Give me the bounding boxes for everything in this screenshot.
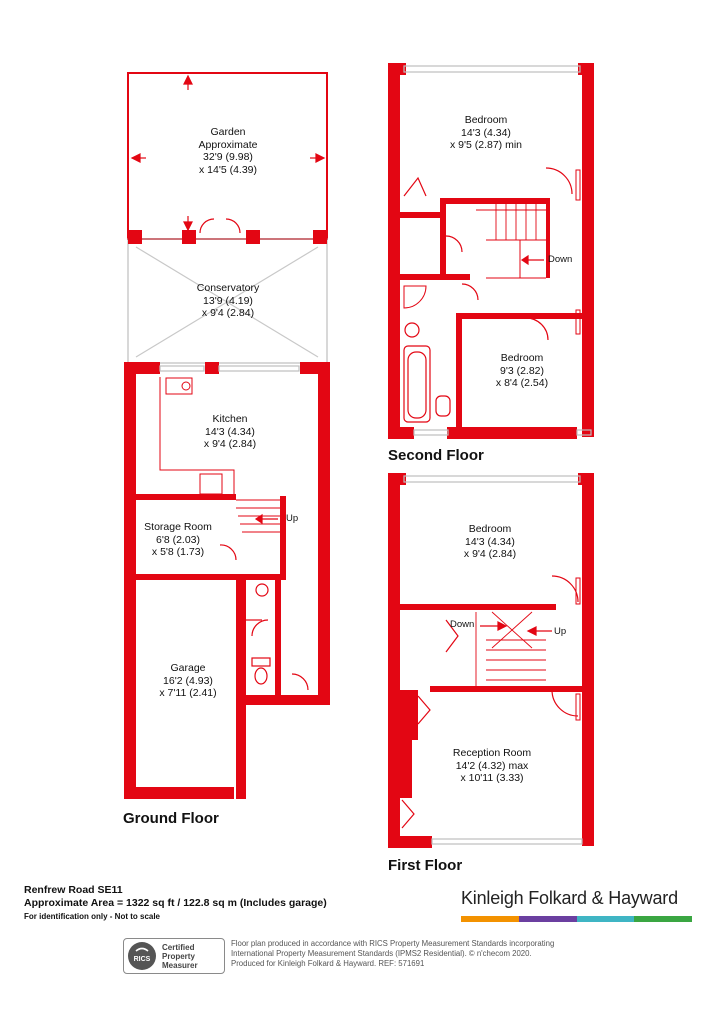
kitchen-label: Kitchen 14'3 (4.34) x 9'4 (2.84) bbox=[203, 413, 257, 450]
identification-note: For identification only - Not to scale bbox=[24, 912, 161, 921]
brand-bar-segment bbox=[576, 916, 635, 922]
agency-brand-name: Kinleigh Folkard & Hayward bbox=[461, 888, 678, 908]
storage-room-label: Storage Room 6'8 (2.03) x 5'8 (1.73) bbox=[144, 521, 212, 558]
reception-room-label: Reception Room 14'2 (4.32) max x 10'11 (… bbox=[452, 747, 532, 784]
first-floor-bedroom-label: Bedroom 14'3 (4.34) x 9'4 (2.84) bbox=[463, 523, 517, 560]
garden-label: Garden Approximate 32'9 (9.98) x 14'5 (4… bbox=[198, 126, 258, 176]
brand-bar-segment bbox=[461, 916, 519, 922]
rics-logo-icon: RICS bbox=[128, 942, 156, 970]
first-floor-title: First Floor bbox=[388, 857, 463, 874]
first-floor-plan bbox=[388, 473, 594, 848]
property-summary: Renfrew Road SE11 Approximate Area = 132… bbox=[24, 884, 327, 910]
brand-bar-segment bbox=[518, 916, 577, 922]
second-floor-bedroom-1-label: Bedroom 14'3 (4.34) x 9'5 (2.87) min bbox=[449, 114, 523, 151]
measurement-disclaimer: Floor plan produced in accordance with R… bbox=[231, 939, 555, 968]
rics-certified-badge: RICS Certified Property Measurer bbox=[123, 938, 225, 974]
first-stairs-up-label: Up bbox=[554, 626, 567, 637]
second-floor-title: Second Floor bbox=[388, 447, 484, 464]
agency-brand-color-bar bbox=[461, 916, 692, 922]
svg-text:RICS: RICS bbox=[134, 956, 151, 963]
garage-label: Garage 16'2 (4.93) x 7'11 (2.41) bbox=[159, 662, 217, 699]
first-stairs-down-label: Down bbox=[450, 619, 475, 630]
ground-floor-title: Ground Floor bbox=[123, 810, 219, 827]
second-stairs-down-label: Down bbox=[548, 254, 573, 265]
property-area: Approximate Area = 1322 sq ft / 122.8 sq… bbox=[24, 897, 327, 909]
second-floor-bedroom-2-label: Bedroom 9'3 (2.82) x 8'4 (2.54) bbox=[495, 352, 549, 389]
ground-floor-plan bbox=[124, 72, 330, 799]
second-floor-plan bbox=[388, 63, 594, 439]
ground-stairs-up-label: Up bbox=[286, 513, 299, 524]
brand-bar-segment bbox=[634, 916, 692, 922]
conservatory-outline bbox=[127, 238, 328, 364]
property-address: Renfrew Road SE11 bbox=[24, 884, 123, 896]
conservatory-label: Conservatory 13'9 (4.19) x 9'4 (2.84) bbox=[196, 282, 260, 319]
rics-badge-text: Certified Property Measurer bbox=[162, 942, 198, 970]
